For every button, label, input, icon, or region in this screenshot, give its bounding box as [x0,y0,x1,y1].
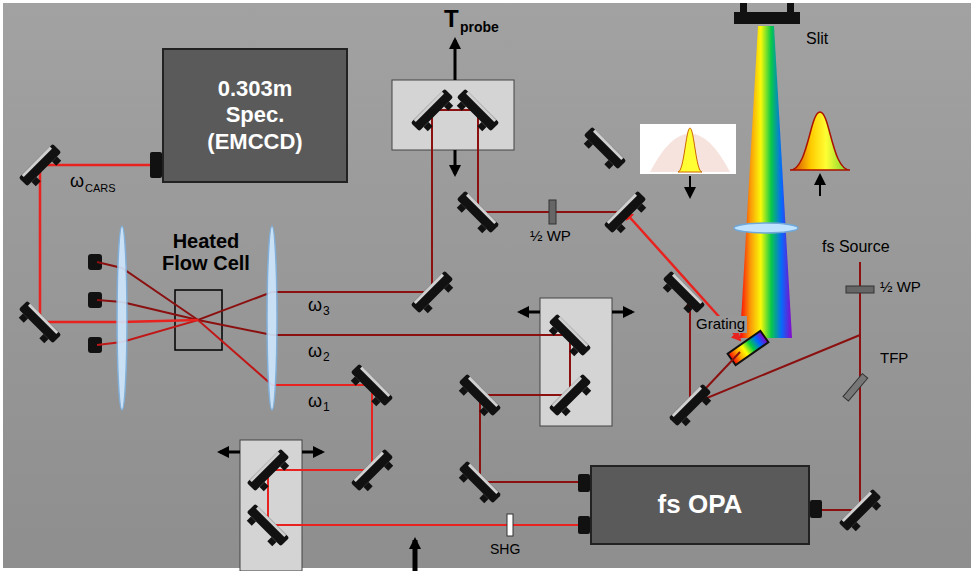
component-label: ω [308,296,322,316]
subscript-label: 1 [323,401,330,414]
box-label: fs OPA [658,489,743,520]
subscript-label: 2 [323,351,330,364]
instrument-box: fs OPA [590,465,810,545]
box-label: 0.303m Spec. (EMCCD) [200,76,310,155]
spectrometer-pulse-shaper [728,3,800,365]
lenses [117,226,277,410]
component-label: ω [70,172,84,192]
stage-arrows [220,312,632,452]
subscript-label: probe [460,20,499,35]
component-label: ½ WP [530,228,571,245]
component-label: Grating [694,316,747,333]
component-label: ω [308,342,322,362]
component-label: TFP [880,350,908,367]
instrument-box: 0.303m Spec. (EMCCD) [162,48,348,183]
subscript-label: 3 [323,305,330,318]
laser-beams [40,40,860,571]
subscript-label: CARS [85,182,116,194]
component-label: fs Source [822,238,890,256]
component-label: SHG [490,542,520,557]
component-label: ½ WP [880,279,921,296]
component-label: Heated Flow Cell [150,230,262,274]
mirrors [15,89,886,551]
component-label: ω [308,392,322,412]
component-label: Slit [806,30,828,48]
pulse-insets [640,112,850,196]
component-label: T [444,6,459,32]
